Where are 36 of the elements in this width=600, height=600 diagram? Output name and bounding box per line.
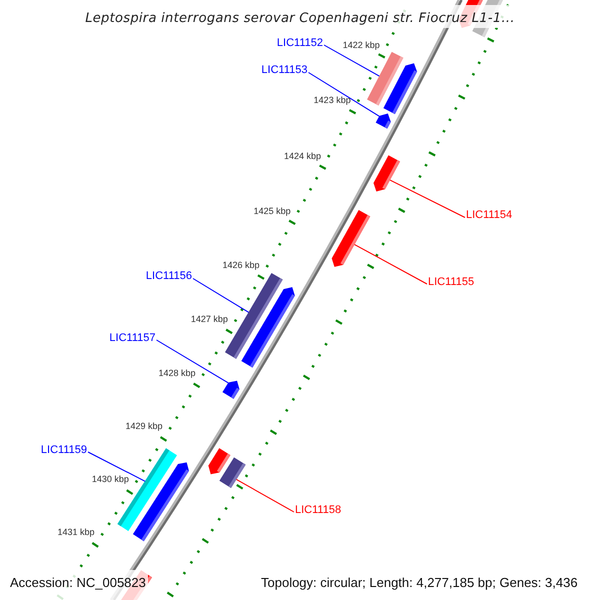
genome-info-label: Topology: circular; Length: 4,277,185 bp; Genes: 3,436	[261, 576, 578, 589]
gene-label: LIC11157	[109, 332, 156, 344]
scale-label: 1429 kbp	[125, 422, 163, 432]
leader-line	[354, 244, 428, 284]
gene-block	[222, 380, 240, 399]
scale-label: 1425 kbp	[254, 206, 291, 216]
gene-label: LIC11155	[428, 276, 474, 288]
leader-line	[390, 180, 466, 218]
scale-label: 1431 kbp	[58, 528, 95, 537]
gene-block	[332, 210, 370, 267]
gene-label: LIC11152	[276, 38, 323, 48]
gene-label: LIC11156	[146, 271, 192, 282]
scale-label: 1430 kbp	[92, 475, 129, 484]
gene-block	[241, 287, 295, 368]
gene-label: LIC11153	[261, 65, 308, 76]
scale-label: 1427 kbp	[190, 315, 228, 324]
gene-block	[383, 63, 418, 114]
gene-block	[208, 448, 230, 474]
leader-line	[236, 478, 294, 512]
scale-label: 1422 kbp	[342, 40, 380, 50]
leader-line	[156, 340, 229, 384]
leader-line	[88, 452, 146, 482]
gene-block	[374, 155, 400, 192]
gene-label: LIC11158	[295, 504, 342, 516]
leader-line	[324, 44, 380, 77]
leader-line	[192, 278, 250, 313]
gene-label: LIC11154	[466, 210, 512, 221]
scale-label: 1423 kbp	[314, 96, 351, 106]
gene-block	[376, 114, 391, 129]
gene-block	[132, 462, 189, 542]
leader-line	[308, 72, 380, 117]
scale-label: 1424 kbp	[284, 152, 321, 161]
scale-label: 1428 kbp	[158, 368, 196, 378]
gene-label: LIC11159	[40, 444, 87, 456]
gene-bar	[219, 457, 246, 488]
scale-label: 1426 kbp	[222, 261, 260, 270]
